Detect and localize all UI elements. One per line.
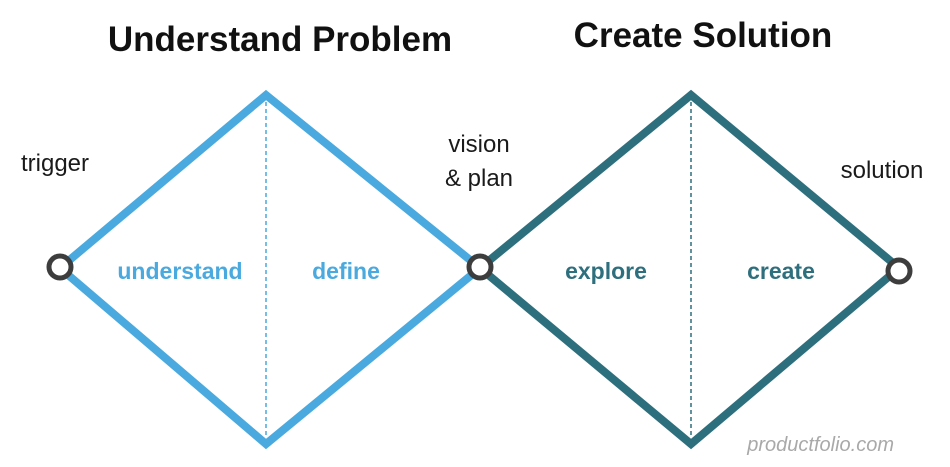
solution-heading: Create Solution bbox=[574, 16, 833, 55]
phase-create: create bbox=[747, 258, 815, 284]
phase-explore: explore bbox=[565, 258, 647, 284]
vision-label-line2: & plan bbox=[445, 165, 513, 192]
solution-label: solution bbox=[841, 157, 924, 184]
solution-node bbox=[885, 257, 913, 285]
vision-plan-node bbox=[466, 253, 494, 281]
trigger-node bbox=[46, 253, 74, 281]
solution-diamond bbox=[473, 89, 906, 450]
vision-label-line1: vision bbox=[448, 131, 509, 158]
problem-heading: Understand Problem bbox=[108, 20, 452, 59]
solution-diamond-outline bbox=[473, 89, 906, 450]
phase-define: define bbox=[312, 258, 380, 284]
phase-understand: understand bbox=[117, 258, 242, 284]
trigger-label: trigger bbox=[21, 150, 89, 177]
watermark: productfolio.com bbox=[746, 434, 894, 456]
